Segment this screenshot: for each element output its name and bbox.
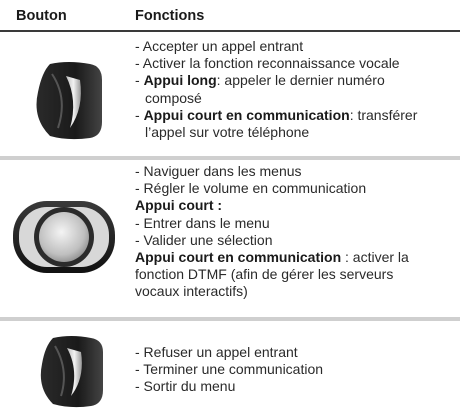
column-header-fonctions: Fonctions <box>135 8 205 24</box>
row-divider <box>0 317 460 321</box>
function-line: vocaux interactifs) <box>135 283 248 300</box>
function-line: fonction DTMF (afin de gérer les serveur… <box>135 266 394 283</box>
function-line: - Naviguer dans les menus <box>135 163 302 179</box>
column-header-bouton: Bouton <box>16 8 67 24</box>
round-button-icon <box>11 197 117 282</box>
function-line: Appui court : <box>135 197 409 214</box>
side-button-icon <box>28 58 110 147</box>
function-line: - Sortir du menu <box>135 378 236 395</box>
function-line: - Valider une sélection <box>135 231 273 248</box>
function-keyword: Appui long <box>143 72 217 89</box>
function-keyword: Appui court : <box>135 197 223 214</box>
side-button-icon <box>33 332 109 415</box>
row-1-functions: - Accepter un appel entrant - Activer la… <box>135 38 417 141</box>
function-line: - Activer la fonction reconnaissance voc… <box>135 55 400 72</box>
row-divider <box>0 156 460 160</box>
header-divider <box>0 30 460 32</box>
function-line: - Accepter un appel entrant <box>135 38 304 54</box>
function-line: - Appui long: appeler le dernier numéro <box>135 72 385 89</box>
row-2-functions: - Naviguer dans les menus - Régler le vo… <box>135 163 409 301</box>
row-3-functions: - Refuser un appel entrant - Terminer un… <box>135 344 323 396</box>
function-keyword: Appui court en communication <box>143 106 350 123</box>
function-line: Appui court en communication : activer l… <box>135 249 409 266</box>
function-line: - Régler le volume en communication <box>135 180 367 197</box>
table-header: Bouton Fonctions <box>0 0 460 32</box>
function-line: l’appel sur votre téléphone <box>145 124 310 141</box>
function-line: - Terminer une communication <box>135 361 324 378</box>
function-keyword: Appui court en communication <box>135 249 342 266</box>
function-line: composé <box>145 89 202 106</box>
function-line: - Appui court en communication: transfér… <box>135 106 418 123</box>
function-line: - Refuser un appel entrant <box>135 344 298 360</box>
function-line: - Entrer dans le menu <box>135 214 270 231</box>
